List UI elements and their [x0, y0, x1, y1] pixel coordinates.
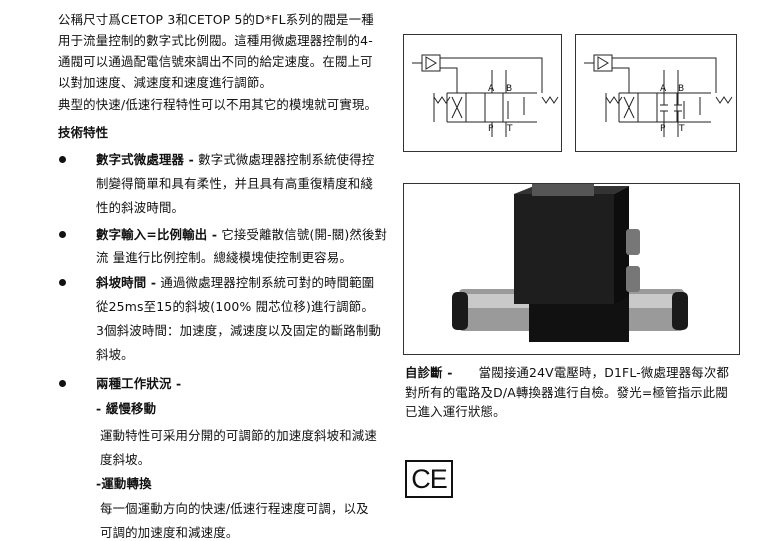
feature-text: 制變得簡單和具有柔性，并且具有高重復精度和綫: [96, 176, 373, 191]
valve-product-photo: [403, 183, 740, 355]
features-heading: 技術特性: [58, 125, 109, 140]
feature-title: 數字輸入=比例輸出 -: [96, 227, 218, 242]
intro-para2: 典型的快速/低速行程特性可以不用其它的模塊就可實現。: [58, 97, 378, 112]
sub-title: -運動轉換: [96, 476, 152, 491]
feature-text: 從25ms至15的斜坡(100% 閥芯位移)進行調節。: [96, 299, 374, 314]
diagnosis-text: 當閥接通24V電壓時，D1FL-微處理器每次都: [478, 365, 730, 380]
intro-line: 公稱尺寸爲CETOP 3和CETOP 5的D*FL系列的閥是一種: [58, 12, 374, 27]
diagnosis-text: 已進入運行狀態。: [405, 404, 506, 419]
port-p-label: P: [488, 124, 494, 134]
feature-text: 通過微處理器控制系統可對的時間範圍: [160, 275, 375, 290]
port-b-label: B: [506, 84, 513, 94]
sub-title: - 緩慢移動: [96, 401, 157, 416]
port-b-label: B: [678, 84, 685, 94]
feature-text: 數字式微處理器控制系統使得控: [198, 152, 375, 167]
feature-text: 斜坡。: [96, 347, 134, 362]
feature-text: 度斜坡。: [100, 452, 151, 467]
feature-text: 可調的加速度和減速度。: [100, 525, 239, 540]
feature-text: 流 量進行比例控制。總綫模塊使控制更容易。: [96, 250, 352, 265]
feature-title: 兩種工作狀況 -: [96, 376, 182, 391]
port-t-label: T: [679, 124, 685, 134]
feature-text: 每一個運動方向的快速/低速行程速度可調，以及: [100, 501, 369, 516]
port-t-label: T: [507, 124, 513, 134]
diagnosis-title: 自診斷 -: [405, 365, 453, 380]
hydraulic-symbol-diagram: A B P T: [575, 34, 737, 152]
port-p-label: P: [660, 124, 666, 134]
intro-line: 通閥可以通過配電信號來調出不同的給定速度。在閥上可: [58, 54, 373, 69]
feature-text: 3個斜波時間：加速度，減速度以及固定的斷路制動: [96, 323, 382, 338]
feature-item-line: 數字式微處理器 - 數字式微處理器控制系統使得控: [96, 152, 374, 168]
intro-line: 用于流量控制的數字式比例閥。這種用微處理器控制的4-: [58, 33, 373, 48]
hydraulic-symbol-diagram: A B P T: [403, 34, 562, 152]
diagnosis-text: 對所有的電路及D/A轉換器進行自檢。發光=極管指示此閥: [405, 385, 728, 400]
feature-text: 它接受離散信號(開-關)然後對: [221, 227, 388, 242]
port-a-label: A: [660, 84, 667, 94]
port-a-label: A: [488, 84, 495, 94]
bullet-icon: [59, 156, 66, 163]
feature-title: 斜坡時間 -: [96, 275, 157, 290]
feature-item-line: 斜坡時間 - 通過微處理器控制系統可對的時間範圍: [96, 275, 374, 291]
diagnosis-line: 自診斷 - 當閥接通24V電壓時，D1FL-微處理器每次都: [405, 365, 729, 381]
feature-text: 運動特性可采用分開的可調節的加速度斜坡和減速: [100, 428, 377, 443]
intro-line: 以對加速度、減速度和速度進行調節。: [58, 75, 273, 90]
feature-text: 性的斜波時間。: [96, 200, 185, 215]
feature-item-line: 數字輸入=比例輸出 - 它接受離散信號(開-關)然後對: [96, 227, 387, 243]
ce-mark-logo: CE: [405, 460, 453, 498]
bullet-icon: [59, 380, 66, 387]
feature-title: 數字式微處理器 -: [96, 152, 194, 167]
bullet-icon: [59, 231, 66, 238]
bullet-icon: [59, 279, 66, 286]
